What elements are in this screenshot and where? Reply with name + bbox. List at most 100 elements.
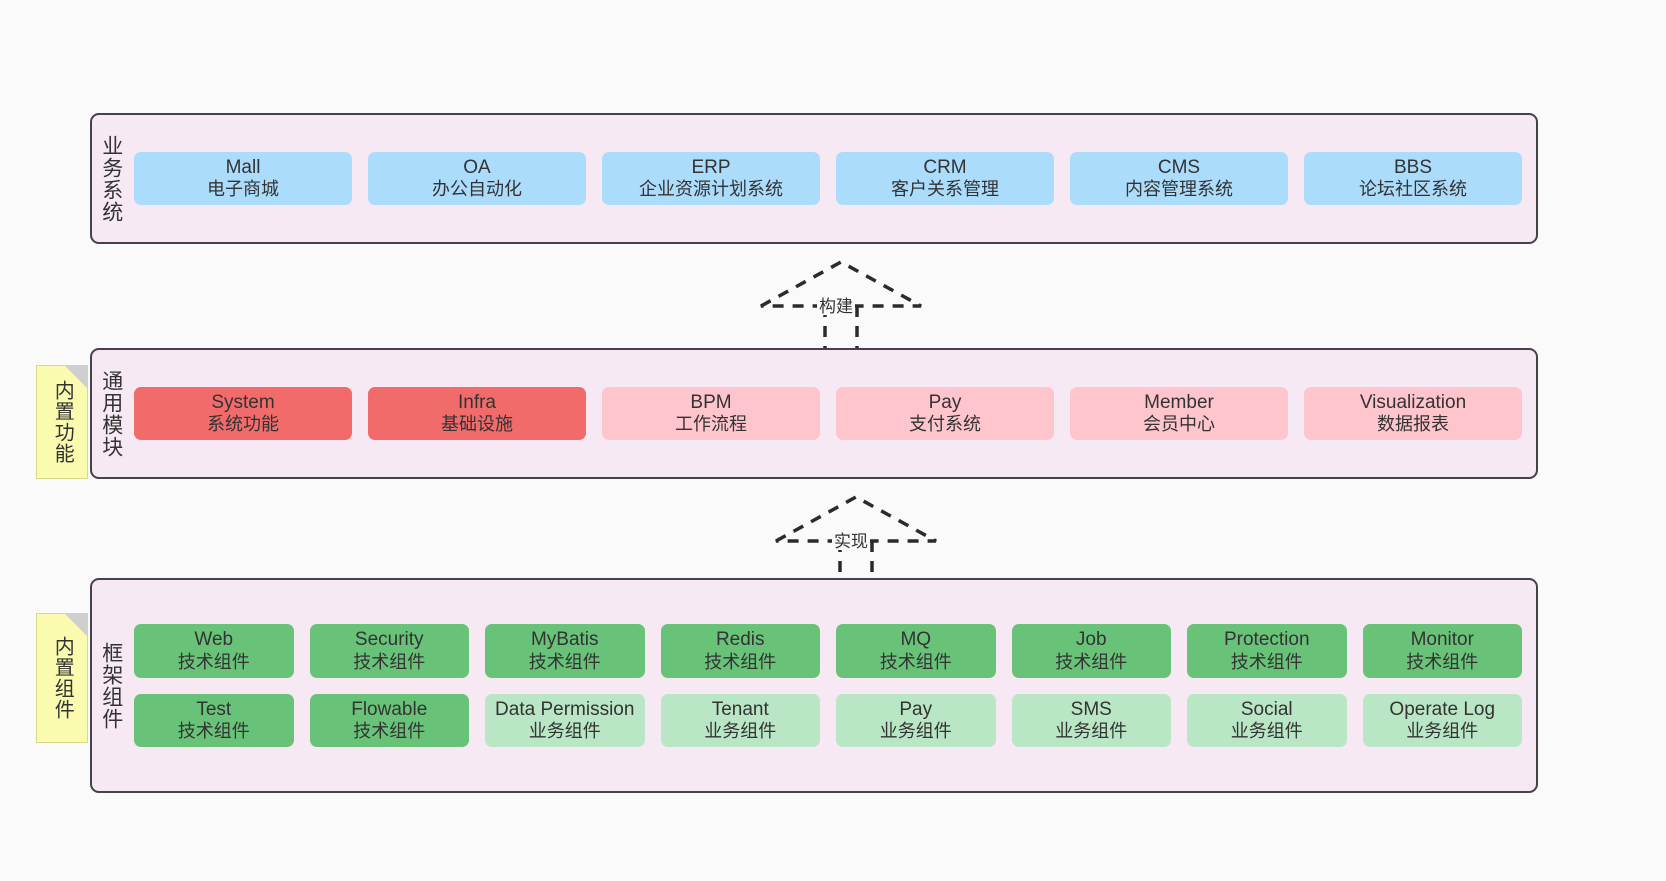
node-subtitle: 内容管理系统: [1125, 179, 1233, 200]
node-subtitle: 业务组件: [528, 720, 601, 741]
node-cms[interactable]: CMS 内容管理系统: [1070, 151, 1288, 206]
node-title: Pay: [899, 698, 933, 720]
node-title: Data Permission: [495, 698, 635, 720]
layer-title-common-module: 通用模块: [99, 369, 123, 458]
node-title: Test: [196, 698, 232, 720]
node-subtitle: 系统功能: [207, 414, 279, 435]
node-subtitle: 技术组件: [1230, 651, 1303, 672]
layer-body-framework-component: Web 技术组件 Security 技术组件 MyBatis 技术组件 Redi…: [130, 580, 1536, 791]
node-operate-log[interactable]: Operate Log 业务组件: [1362, 693, 1522, 747]
node-sms[interactable]: SMS 业务组件: [1011, 693, 1171, 747]
note-label: 内置功能: [51, 380, 74, 464]
note-fold-corner-icon: [65, 366, 87, 388]
layer-business-system: 业务系统 Mall 电子商城 OA 办公自动化 ERP 企业资源计划系统 CRM…: [90, 113, 1538, 244]
node-subtitle: 技术组件: [879, 651, 952, 672]
node-title: SMS: [1070, 698, 1112, 720]
node-title: Pay: [928, 391, 962, 413]
note-builtin-component: 内置组件: [36, 613, 88, 743]
node-pay-component[interactable]: Pay 业务组件: [836, 693, 996, 747]
node-subtitle: 会员中心: [1143, 414, 1215, 435]
node-title: BPM: [690, 391, 732, 413]
node-title: Social: [1240, 698, 1293, 720]
node-crm[interactable]: CRM 客户关系管理: [836, 151, 1054, 206]
note-fold-corner-icon: [65, 614, 87, 636]
node-subtitle: 技术组件: [528, 651, 601, 672]
node-title: MQ: [900, 629, 932, 651]
node-erp[interactable]: ERP 企业资源计划系统: [602, 151, 820, 206]
node-subtitle: 技术组件: [1406, 651, 1479, 672]
node-test[interactable]: Test 技术组件: [134, 693, 294, 747]
node-web[interactable]: Web 技术组件: [134, 624, 294, 678]
node-subtitle: 基础设施: [441, 414, 513, 435]
node-social[interactable]: Social 业务组件: [1187, 693, 1347, 747]
node-visualization[interactable]: Visualization 数据报表: [1304, 386, 1522, 441]
node-mall[interactable]: Mall 电子商城: [134, 151, 352, 206]
node-title: Security: [354, 629, 424, 651]
node-subtitle: 业务组件: [1230, 720, 1303, 741]
layer-title-business-system: 业务系统: [99, 134, 123, 223]
node-subtitle: 业务组件: [879, 720, 952, 741]
node-mybatis[interactable]: MyBatis 技术组件: [485, 624, 645, 678]
node-member[interactable]: Member 会员中心: [1070, 386, 1288, 441]
node-subtitle: 技术组件: [353, 651, 426, 672]
connector-implement-label: 实现: [832, 532, 870, 551]
layer-body-common-module: System 系统功能 Infra 基础设施 BPM 工作流程 Pay 支付系统…: [130, 350, 1536, 477]
node-subtitle: 业务组件: [1406, 720, 1479, 741]
node-title: Web: [194, 629, 234, 651]
layer-common-module: 通用模块 System 系统功能 Infra 基础设施 BPM 工作流程 Pay…: [90, 348, 1538, 479]
node-title: CMS: [1157, 156, 1201, 178]
node-title: Operate Log: [1389, 698, 1496, 720]
node-subtitle: 企业资源计划系统: [639, 179, 783, 200]
node-title: Visualization: [1359, 391, 1467, 413]
node-subtitle: 工作流程: [675, 414, 747, 435]
node-title: ERP: [691, 156, 731, 178]
note-label: 内置组件: [51, 636, 74, 720]
node-subtitle: 办公自动化: [432, 179, 522, 200]
node-pay[interactable]: Pay 支付系统: [836, 386, 1054, 441]
node-title: CRM: [923, 156, 967, 178]
node-subtitle: 数据报表: [1377, 414, 1449, 435]
node-subtitle: 客户关系管理: [891, 179, 999, 200]
node-subtitle: 技术组件: [177, 720, 250, 741]
note-builtin-function: 内置功能: [36, 365, 88, 479]
node-security[interactable]: Security 技术组件: [309, 624, 469, 678]
node-tenant[interactable]: Tenant 业务组件: [660, 693, 820, 747]
connector-build-label: 构建: [817, 297, 855, 316]
node-title: BBS: [1393, 156, 1433, 178]
connector-implement: 实现: [770, 493, 937, 585]
node-protection[interactable]: Protection 技术组件: [1187, 624, 1347, 678]
node-bpm[interactable]: BPM 工作流程: [602, 386, 820, 441]
node-title: Flowable: [351, 698, 428, 720]
node-title: System: [211, 391, 275, 413]
layer-framework-component: 框架组件 Web 技术组件 Security 技术组件 MyBatis 技术组件…: [90, 578, 1538, 793]
node-subtitle: 技术组件: [177, 651, 250, 672]
node-redis[interactable]: Redis 技术组件: [660, 624, 820, 678]
node-oa[interactable]: OA 办公自动化: [368, 151, 586, 206]
node-subtitle: 论坛社区系统: [1359, 179, 1467, 200]
node-data-permission[interactable]: Data Permission 业务组件: [485, 693, 645, 747]
node-bbs[interactable]: BBS 论坛社区系统: [1304, 151, 1522, 206]
node-title: Job: [1075, 629, 1107, 651]
connector-build: 构建: [755, 258, 922, 350]
node-subtitle: 电子商城: [207, 179, 279, 200]
node-job[interactable]: Job 技术组件: [1011, 624, 1171, 678]
layer-body-business-system: Mall 电子商城 OA 办公自动化 ERP 企业资源计划系统 CRM 客户关系…: [130, 115, 1536, 242]
node-subtitle: 支付系统: [909, 414, 981, 435]
node-title: Protection: [1223, 629, 1310, 651]
node-mq[interactable]: MQ 技术组件: [836, 624, 996, 678]
node-flowable[interactable]: Flowable 技术组件: [309, 693, 469, 747]
node-title: Mall: [225, 156, 261, 178]
node-title: Redis: [715, 629, 765, 651]
node-infra[interactable]: Infra 基础设施: [368, 386, 586, 441]
node-monitor[interactable]: Monitor 技术组件: [1362, 624, 1522, 678]
node-title: Member: [1144, 391, 1214, 413]
node-title: OA: [463, 156, 491, 178]
node-row: Test 技术组件 Flowable 技术组件 Data Permission …: [134, 693, 1522, 747]
node-subtitle: 业务组件: [1055, 720, 1128, 741]
node-row: Web 技术组件 Security 技术组件 MyBatis 技术组件 Redi…: [134, 624, 1522, 678]
node-title: MyBatis: [530, 629, 599, 651]
node-subtitle: 业务组件: [704, 720, 777, 741]
layer-title-framework-component: 框架组件: [99, 641, 123, 730]
node-system[interactable]: System 系统功能: [134, 386, 352, 441]
